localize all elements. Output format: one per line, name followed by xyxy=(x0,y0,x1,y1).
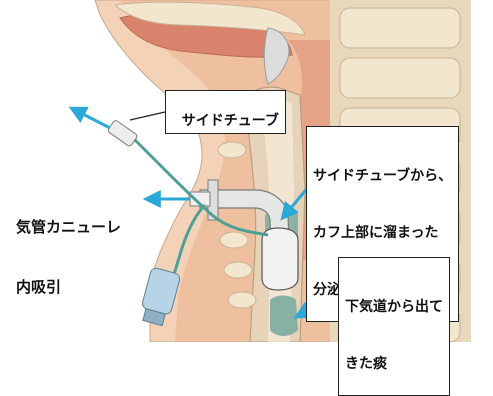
tracheostomy-diagram: サイドチューブ 気管カニューレ 内吸引 サイドチューブから、 カフ上部に溜まった… xyxy=(16,0,471,396)
above-cuff-line1: サイドチューブから、 xyxy=(313,168,453,184)
side-tube-connector xyxy=(107,120,138,147)
above-cuff-line2: カフ上部に溜まった xyxy=(313,225,439,241)
side-tube-label: サイドチューブ xyxy=(165,90,286,134)
palate xyxy=(113,1,306,36)
lower-airway-line1: 下気道から出て xyxy=(345,299,443,315)
side-tube-suction-arrow xyxy=(68,106,111,130)
lower-airway-line2: きた痰 xyxy=(345,356,387,372)
lower-airway-label: 下気道から出て きた痰 xyxy=(338,257,450,396)
side-tube-line xyxy=(128,133,269,237)
side-tube-leader xyxy=(129,111,166,121)
secretion-lower-airway xyxy=(270,295,298,336)
trach-suction-line1: 気管カニューレ xyxy=(16,218,122,236)
tube-cuff xyxy=(261,227,299,291)
epiglottis xyxy=(263,27,290,85)
trach-suction-label: 気管カニューレ 内吸引 xyxy=(16,177,121,317)
trach-suction-line2: 内吸引 xyxy=(16,278,62,296)
pilot-balloon xyxy=(141,267,181,327)
side-tube-label-text: サイドチューブ xyxy=(181,113,279,129)
above-cuff-arrow xyxy=(280,184,312,221)
